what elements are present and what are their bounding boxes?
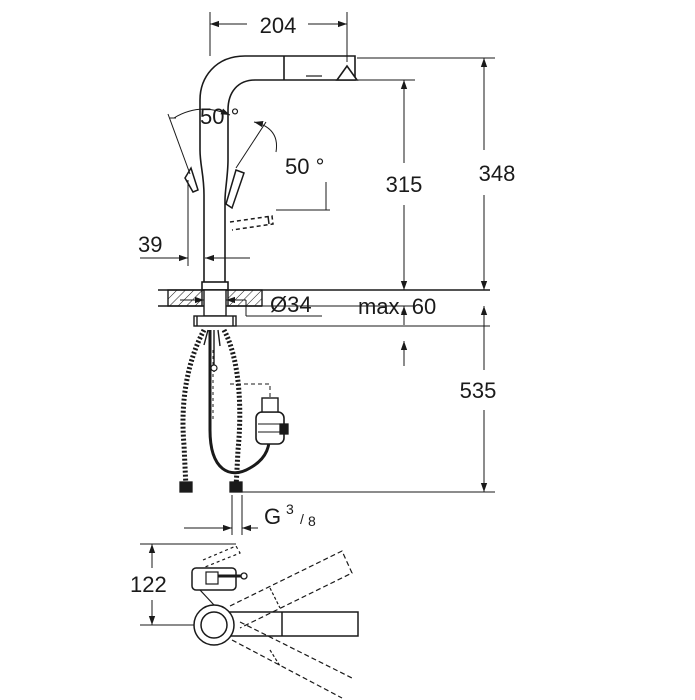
spray-nozzle — [335, 64, 359, 81]
plan-spout — [216, 611, 359, 637]
dim-height-total: 348 — [479, 161, 516, 186]
dim-thread-numerator: 3 — [286, 501, 294, 517]
lever-horizontal-dashed — [229, 215, 274, 231]
faucet-plan-view — [191, 545, 359, 699]
spout-outline — [199, 55, 356, 282]
dim-lever-angle-left: 50 ° — [200, 104, 239, 129]
mounting-shank — [203, 289, 227, 317]
dim-lever-offset: 39 — [138, 232, 162, 257]
dim-max-thickness: max. 60 — [358, 294, 436, 319]
dim-hose-length: 535 — [460, 378, 497, 403]
lever-right — [225, 169, 245, 210]
dimension-lines — [140, 12, 495, 535]
dim-height-spout: 315 — [386, 172, 423, 197]
dim-plan-depth: 122 — [130, 572, 167, 597]
dimension-labels: 204 348 315 50 ° 50 ° 39 Ø34 max. 60 535… — [130, 13, 515, 597]
mounting-nut — [193, 315, 237, 327]
dim-thread-g: G — [264, 504, 281, 529]
dim-hole-diameter: Ø34 — [270, 292, 312, 317]
faucet-side-view — [199, 55, 359, 291]
countertop-section — [158, 289, 490, 327]
faucet-base — [201, 281, 229, 291]
dim-thread-denominator: 8 — [308, 513, 316, 529]
dim-thread-slash: / — [300, 511, 304, 527]
lever-left — [184, 166, 199, 193]
lever-positions — [184, 166, 274, 231]
dim-lever-angle-right: 50 ° — [285, 154, 324, 179]
hose-left — [180, 328, 207, 489]
hose-right — [221, 328, 243, 489]
pullout-hose — [208, 330, 272, 475]
plan-spout-swivel-down — [231, 621, 353, 699]
supply-hoses — [179, 328, 289, 493]
dim-width-top: 204 — [260, 13, 297, 38]
plan-dimension-lines — [140, 543, 236, 626]
plan-spout-swivel-up — [229, 550, 353, 629]
